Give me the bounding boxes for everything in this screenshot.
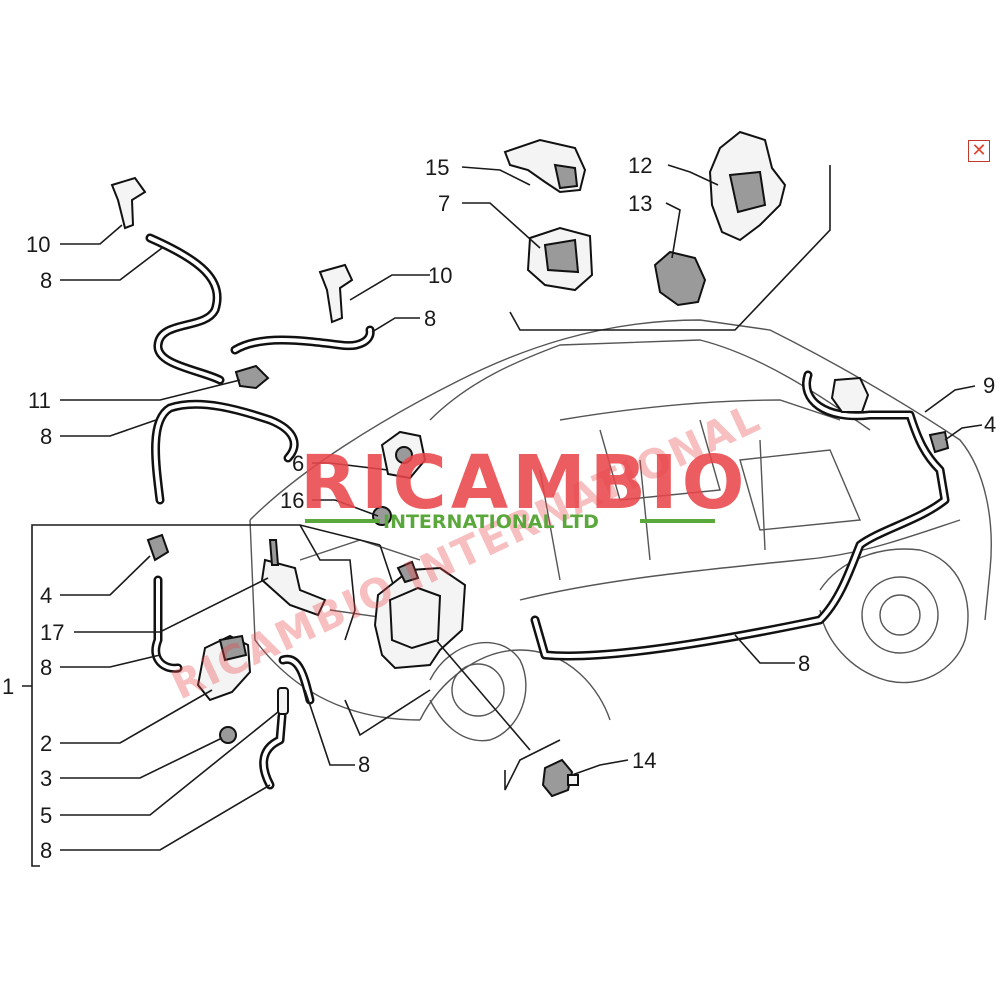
part-11-tee[interactable] <box>234 364 270 390</box>
close-button[interactable]: ✕ <box>968 140 990 162</box>
part-10-nozzle-left[interactable] <box>110 176 147 230</box>
callout-8-mid-left: 8 <box>40 424 52 449</box>
part-13-grommet[interactable] <box>653 250 707 307</box>
hoses <box>145 233 950 790</box>
callout-3: 3 <box>40 766 52 791</box>
callout-8-top-right: 8 <box>424 306 436 331</box>
part-12-housing[interactable] <box>708 130 787 242</box>
callout-17: 17 <box>40 620 64 645</box>
part-4-valve-front[interactable] <box>146 533 170 562</box>
callout-8-lower-left: 8 <box>40 655 52 680</box>
callout-4-front: 4 <box>40 583 52 608</box>
part-14-bulb-holder[interactable] <box>541 758 579 798</box>
part-2-pump[interactable] <box>196 634 252 702</box>
watermark-subtitle: INTERNATIONAL LTD <box>383 511 599 533</box>
callout-2: 2 <box>40 731 52 756</box>
callout-4-rear: 4 <box>984 412 996 437</box>
callout-9: 9 <box>983 373 995 398</box>
watermark: RICAMBIO INTERNATIONAL RICAMBIO INTERNAT… <box>165 395 768 709</box>
callout-16: 16 <box>280 488 304 513</box>
callout-8-right: 8 <box>798 651 810 676</box>
callout-13: 13 <box>628 191 652 216</box>
callout-8-bottom-left: 8 <box>40 838 52 863</box>
callout-7: 7 <box>438 191 450 216</box>
leader-lines <box>60 164 983 851</box>
callout-1: 1 <box>2 674 14 699</box>
part-3-grommet[interactable] <box>219 726 237 744</box>
part-5-connector[interactable] <box>277 687 289 715</box>
part-10-nozzle-right[interactable] <box>318 263 354 324</box>
watermark-brand: RICAMBIO <box>300 440 749 526</box>
callout-11: 11 <box>28 388 51 413</box>
part-15-bracket[interactable] <box>503 138 587 194</box>
part-6-clip[interactable] <box>380 430 427 480</box>
callout-labels: 15 7 12 13 10 8 10 8 11 8 9 4 6 16 4 17 … <box>2 153 996 863</box>
close-icon: ✕ <box>971 140 987 161</box>
part-4-valve-rear[interactable] <box>928 430 950 454</box>
callout-10-right: 10 <box>428 263 452 288</box>
callout-8-top-left: 8 <box>40 268 52 293</box>
callout-12: 12 <box>628 153 652 178</box>
callout-10-left: 10 <box>26 232 50 257</box>
callout-8-bottom-center: 8 <box>358 752 370 777</box>
callout-14: 14 <box>632 748 656 773</box>
part-17-support[interactable] <box>260 539 327 617</box>
part-9-nozzle-rear[interactable] <box>830 376 870 413</box>
callout-5: 5 <box>40 803 52 828</box>
washer-reservoir[interactable] <box>373 560 467 670</box>
callout-15: 15 <box>425 155 449 180</box>
callout-6: 6 <box>292 451 304 476</box>
part-7-clip[interactable] <box>526 226 594 292</box>
bracket-top <box>509 165 831 331</box>
